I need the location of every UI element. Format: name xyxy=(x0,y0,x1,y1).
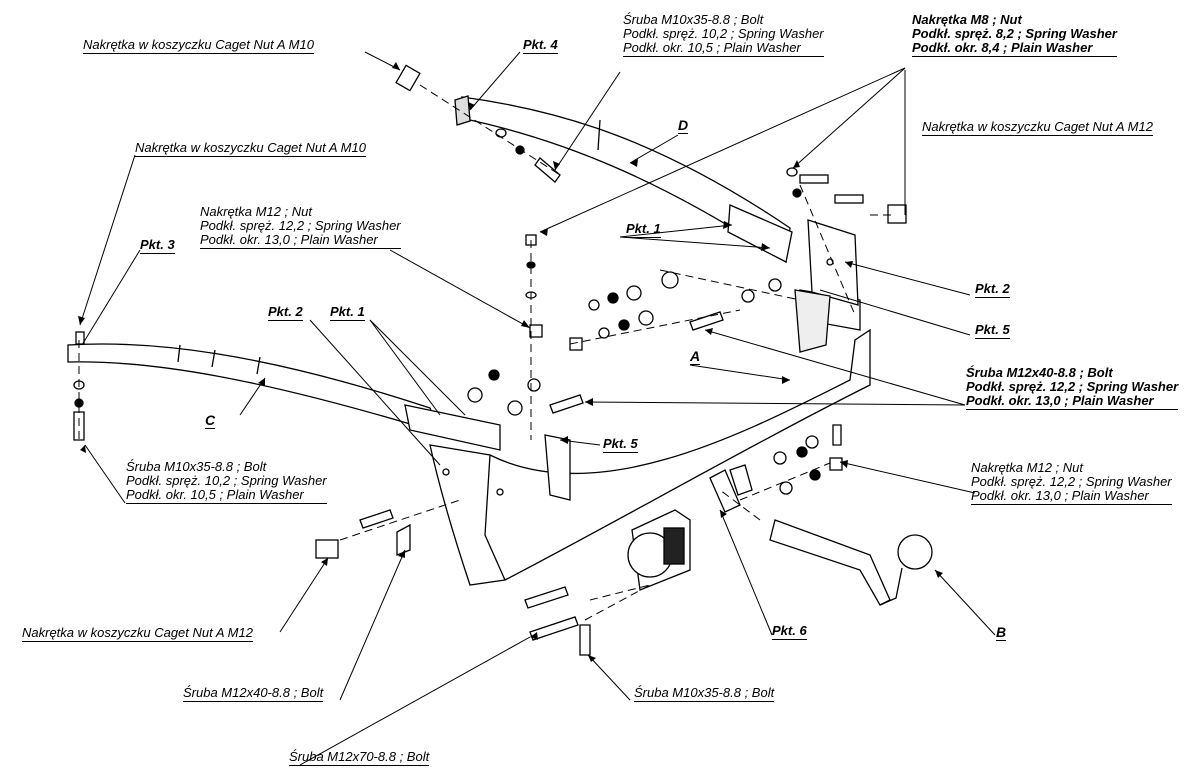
assembly-lines xyxy=(78,84,895,621)
part-a-crossbar xyxy=(429,219,871,586)
tag-pkt-5-mid: Pkt. 5 xyxy=(603,436,638,453)
label-caget-nut-m10-top: Nakrętka w koszyczku Caget Nut A M10 xyxy=(83,37,314,54)
tag-pkt-5-right: Pkt. 5 xyxy=(975,322,1010,339)
part-b-ball-neck xyxy=(769,519,933,606)
label-bolt-m12x70-bottom: Śruba M12x70-8.8 ; Bolt xyxy=(289,749,430,766)
label-bolt-m12x40-bottom: Śruba M12x40-8.8 ; Bolt xyxy=(183,685,324,702)
arrow-heads xyxy=(78,62,943,662)
label-bolt-m10x35-bottom: Śruba M10x35-8.8 ; Bolt xyxy=(634,685,775,702)
leader-lines xyxy=(79,51,996,766)
label-caget-nut-m10-left: Nakrętka w koszyczku Caget Nut A M10 xyxy=(135,140,366,157)
tag-pkt-1-right: Pkt. 1 xyxy=(626,221,661,238)
fasteners xyxy=(73,64,907,656)
tag-pkt-2-left: Pkt. 2 xyxy=(268,304,303,321)
tag-part-d: D xyxy=(678,117,689,134)
tag-pkt-1-left: Pkt. 1 xyxy=(330,304,365,321)
tag-part-a: A xyxy=(690,348,701,365)
tag-part-c: C xyxy=(205,412,216,429)
tag-part-b: B xyxy=(996,624,1007,641)
part-d-bracket xyxy=(454,95,793,264)
part-c-side-bar xyxy=(67,343,501,451)
socket-plate xyxy=(627,509,691,591)
label-caget-nut-m12-right: Nakrętka w koszyczku Caget Nut A M12 xyxy=(922,119,1153,136)
label-caget-nut-m12-left: Nakrętka w koszyczku Caget Nut A M12 xyxy=(22,625,253,642)
tag-pkt-4: Pkt. 4 xyxy=(523,37,558,54)
tag-pkt-3: Pkt. 3 xyxy=(140,237,175,254)
tag-pkt-2-right: Pkt. 2 xyxy=(975,281,1010,298)
tag-pkt-6: Pkt. 6 xyxy=(772,623,807,640)
